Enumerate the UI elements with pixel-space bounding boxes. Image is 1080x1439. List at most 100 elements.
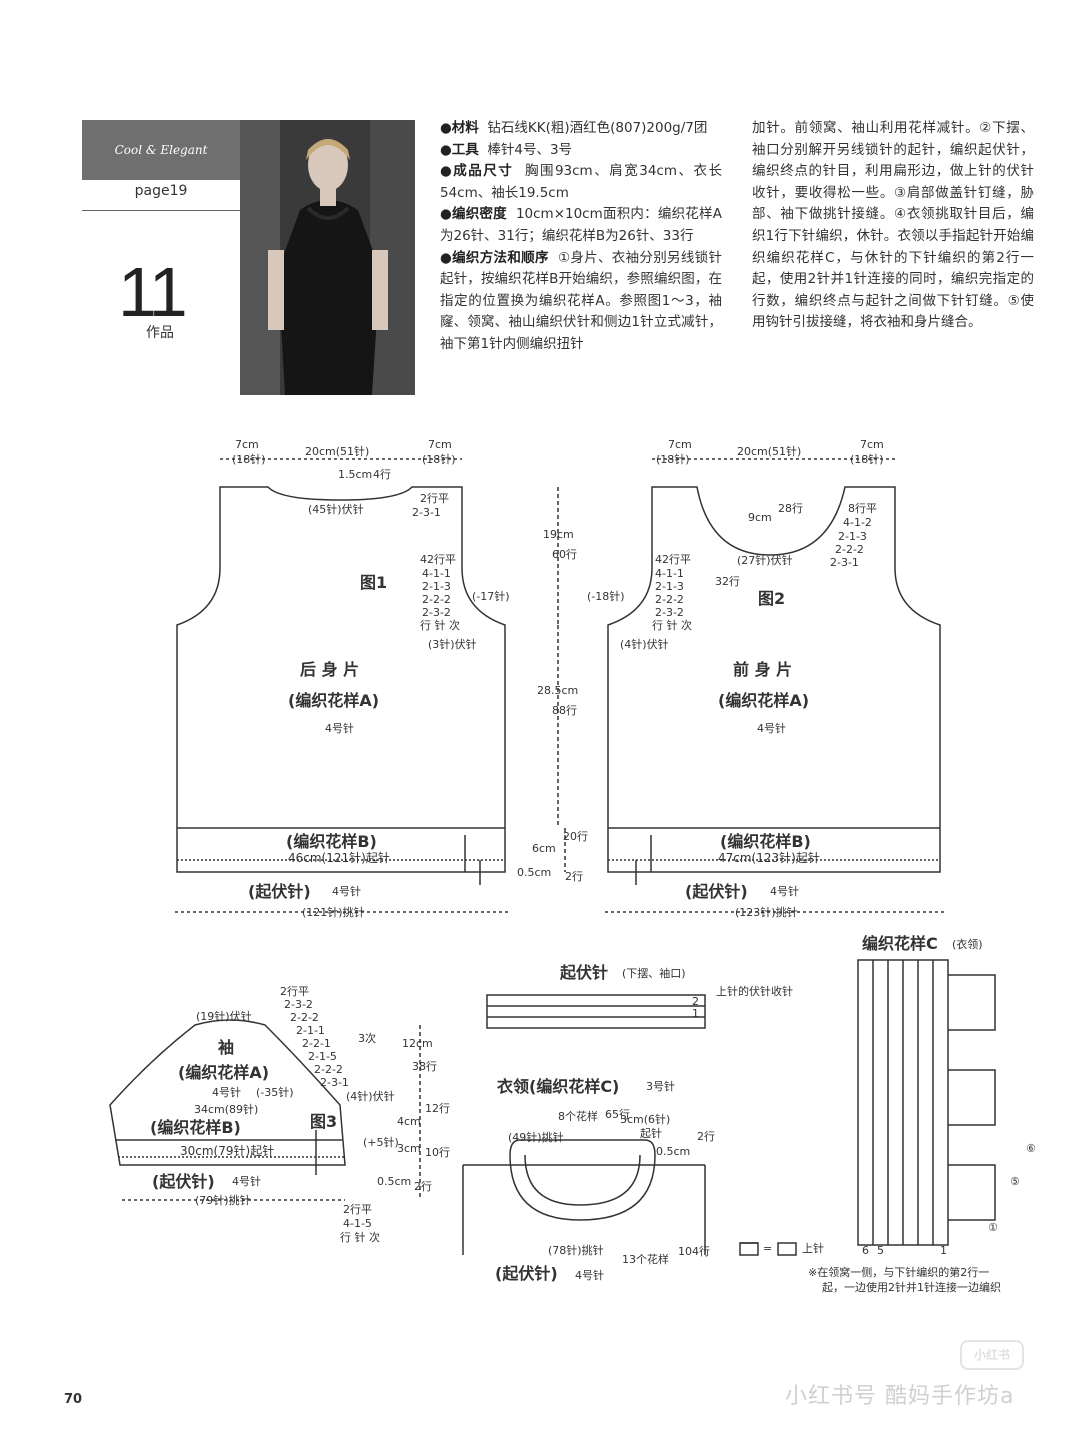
brand-banner: Cool & Elegant: [82, 120, 240, 180]
diagram-label: 20cm(51针): [737, 444, 801, 458]
diagram-label: (编织花样A): [718, 691, 809, 710]
diagram-label: ※在领窝一侧，与下针编织的第2行一: [808, 1265, 989, 1279]
diagram-label: 12行: [425, 1102, 450, 1115]
diagram-stroke: [306, 139, 350, 160]
diagram-label: 2-3-2: [422, 606, 451, 619]
diagram-label: 20cm(51针): [305, 444, 369, 458]
diagram-label: (49针)挑针: [508, 1130, 564, 1144]
diagram-label: 起针: [640, 1126, 662, 1140]
diagram-stroke: [948, 1164, 996, 1221]
diagram-label: 起，一边使用2针并1针连接一边编织: [822, 1280, 1001, 1294]
diagram-stroke: [486, 994, 706, 1029]
diagram-label: 2-1-3: [422, 580, 451, 593]
diagram-label: 1.5cm: [338, 468, 372, 481]
diagram-label: 10行: [425, 1146, 450, 1159]
diagram-stroke: [948, 974, 996, 1031]
diagram-label: (编织花样B): [150, 1118, 241, 1137]
diagram-label: 3号针: [646, 1079, 675, 1093]
diagram-stroke: [278, 200, 380, 395]
diagram-stroke: [308, 139, 348, 191]
diagram-label: 4号针: [757, 721, 786, 735]
diagram-label: (编织花样A): [178, 1063, 269, 1082]
diagram-label: 4-1-1: [422, 567, 451, 580]
diagram-label: (起伏针): [685, 882, 748, 901]
diagram-label: 2-2-2: [835, 543, 864, 556]
diagram-label: 28.5cm: [537, 684, 578, 697]
diagram-label: 30cm(79针)起针: [180, 1143, 274, 1158]
front-body-outline: [607, 486, 941, 873]
diagram-label: 46cm(121针)起针: [288, 850, 390, 865]
diagram-label: 4号针: [212, 1085, 241, 1099]
diagram-label: (-35针): [256, 1085, 294, 1099]
diagram-label: (起伏针): [248, 882, 311, 901]
diagram-label: 0.5cm: [517, 866, 551, 879]
diagram-label: =: [763, 1242, 772, 1255]
diagram-label: 1: [940, 1244, 947, 1257]
diagram-label: (121针)挑针: [302, 905, 365, 919]
diagram-label: 图2: [758, 589, 785, 608]
diagram-label: 88行: [552, 704, 577, 717]
collar-outline: [509, 1139, 656, 1221]
diagram-label: 2-1-3: [838, 530, 867, 543]
diagram-label: 2-3-2: [284, 998, 313, 1011]
diagram-stroke: [739, 1242, 759, 1256]
diagram-label: (45针)伏针: [308, 502, 364, 516]
diagram-label: 2-2-2: [422, 593, 451, 606]
diagram-label: (19针)伏针: [196, 1009, 252, 1023]
diagram-label: 4cm: [397, 1115, 421, 1128]
watermark-text: 小红书号 酷妈手作坊a: [785, 1384, 1015, 1409]
diagram-label: 4行: [373, 468, 391, 481]
diagram-stroke: [372, 250, 388, 330]
diagram-label: (编织花样A): [288, 691, 379, 710]
diagram-label: 前 身 片: [733, 660, 792, 679]
diagram-stroke: [777, 1242, 797, 1256]
diagram-label: 2行平: [343, 1203, 372, 1216]
diagram-label: 42行平: [655, 553, 691, 566]
diagram-label: 2-2-2: [655, 593, 684, 606]
diagram-label: 19cm: [543, 528, 574, 541]
watermark-logo: 小红书: [960, 1340, 1024, 1370]
sleeve-outline: [109, 1019, 346, 1166]
diagram-label: 5: [877, 1244, 884, 1257]
diagram-label: (下摆、袖口): [622, 966, 686, 980]
model-photo: [240, 120, 415, 395]
diagram-label: 20行: [563, 830, 588, 843]
diagram-label: 编织花样C: [862, 934, 938, 953]
diagram-label: 3cm(6针): [620, 1112, 670, 1126]
diagram-label: 行 针 次: [420, 618, 460, 632]
diagram-label: (18针): [656, 452, 690, 466]
diagram-label: ①: [988, 1221, 998, 1234]
diagram-label: (+5针): [363, 1135, 399, 1149]
diagram-label: 2-3-1: [320, 1076, 349, 1089]
diagram-label: 2行: [414, 1180, 432, 1193]
diagram-label: 34cm(89针): [194, 1102, 258, 1116]
diagram-label: 65行: [605, 1108, 630, 1121]
diagram-label: 2-1-5: [308, 1050, 337, 1063]
diagram-label: (-18针): [587, 589, 625, 603]
diagram-label: 13个花样: [622, 1252, 669, 1266]
diagram-label: (起伏针): [495, 1264, 558, 1283]
diagram-label: (衣领): [952, 937, 983, 951]
diagram-label: 7cm: [235, 438, 259, 451]
diagram-label: 60行: [552, 548, 577, 561]
diagram-label: (18针): [232, 452, 266, 466]
diagram-label: 2-2-2: [314, 1063, 343, 1076]
diagram-stroke: [320, 186, 336, 206]
instructions-column: 加针。前领窝、袖山利用花样减针。②下摆、袖口分别解开另线锁针的起针，编织起伏针，…: [752, 120, 1034, 331]
diagram-label: 38行: [412, 1060, 437, 1073]
diagram-label: (4针)伏针: [620, 637, 669, 651]
page-number: 70: [64, 1392, 83, 1407]
diagram-label: 28行: [778, 502, 803, 515]
diagram-label: 起伏针: [559, 963, 608, 982]
diagram-label: (起伏针): [152, 1172, 215, 1191]
diagram-label: 4-1-2: [843, 516, 872, 529]
diagram-label: (18针): [422, 452, 456, 466]
diagram-stroke: [948, 1069, 996, 1126]
diagram-label: (123针)挑针: [735, 905, 798, 919]
diagram-label: 7cm: [668, 438, 692, 451]
diagram-label: 2行平: [280, 985, 309, 998]
diagram-label: 4号针: [770, 884, 799, 898]
diagram-label: 0.5cm: [377, 1175, 411, 1188]
diagram-label: 2行: [697, 1130, 715, 1143]
